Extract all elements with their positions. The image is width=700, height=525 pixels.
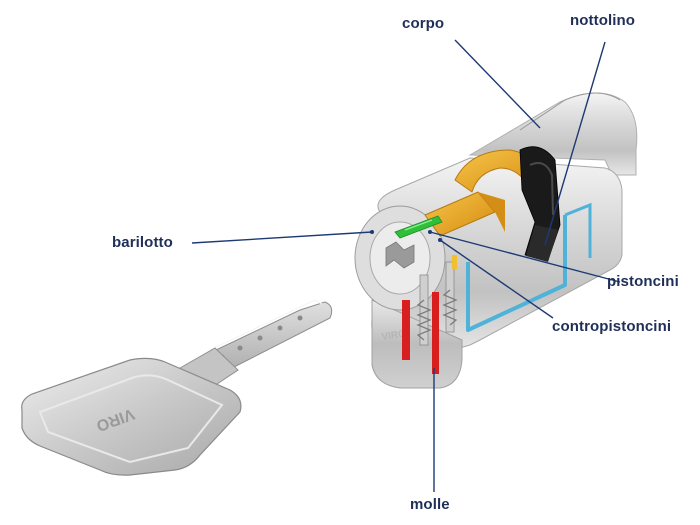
leader-pistoncini xyxy=(429,231,621,283)
key: VIRO xyxy=(21,299,333,476)
label-molle: molle xyxy=(410,496,450,513)
leader-contropistoncini xyxy=(439,239,554,319)
pin-green xyxy=(394,215,443,239)
body-engraving: VIRO xyxy=(381,329,407,343)
spring-red-1 xyxy=(402,300,410,360)
spring-red-2 xyxy=(432,292,439,374)
leader-barilotto xyxy=(191,231,373,244)
label-corpo: corpo xyxy=(402,15,445,32)
leader-nottolino xyxy=(544,41,606,246)
label-pistoncini: pistoncini xyxy=(607,273,679,290)
pin-stack xyxy=(394,215,458,374)
label-barilotto: barilotto xyxy=(112,234,173,251)
leader-endpoints xyxy=(370,230,442,242)
leader-corpo xyxy=(454,39,541,129)
label-contropistoncini: contropistoncini xyxy=(552,318,672,335)
label-nottolino: nottolino xyxy=(570,12,636,29)
leader-lines xyxy=(191,39,621,492)
cam-assembly xyxy=(424,146,561,262)
retainer-clip xyxy=(466,215,567,332)
cylinder-body: VIRO xyxy=(354,92,638,389)
